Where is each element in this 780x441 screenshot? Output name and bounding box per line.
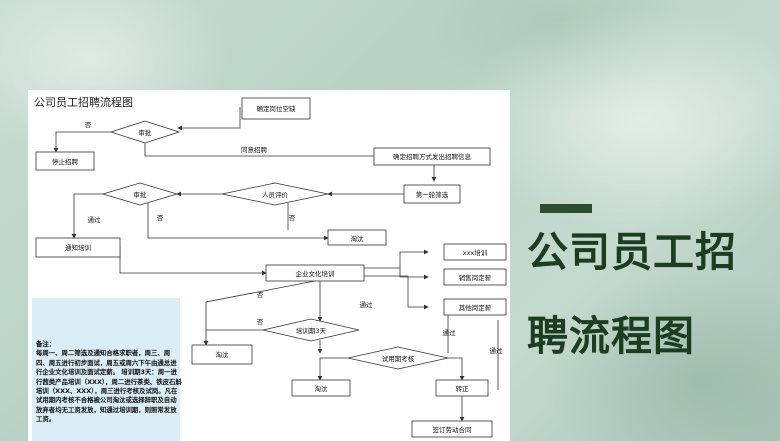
label-no-1: 否 [85,121,92,129]
node-training-3days [262,318,360,342]
text-eliminate-3: 淘汰 [315,384,329,393]
text-notify: 通知培训 [65,243,91,252]
flowchart-canvas: 确定岗位空缺 审批 停止招聘 确定招聘方式发出招聘信息 第一轮筛选 人员评价 审… [35,97,507,438]
side-title-line1: 公司员工招 [527,228,737,276]
node-confirm-vacancy [241,97,311,120]
node-evaluate [221,182,329,206]
node-eliminate-1 [327,229,387,246]
node-xxx-training [443,243,507,261]
title-accent-bar [540,204,592,213]
node-publish-info [373,147,491,166]
document-title: 公司员工招聘流程图 [34,96,133,109]
label-pass-1: 通过 [88,215,102,224]
note-body: 每周一、周二筛选及通知合格求职者，周三、周四、周五进行初步面试，周五或周六下午由… [36,349,182,424]
side-title-line2: 聘流程图 [527,312,695,360]
text-culture: 企业文化培训 [296,269,335,278]
node-eliminate-2 [191,344,253,365]
label-no-5: 否 [257,318,264,326]
text-other: 其他岗定薪 [459,303,492,312]
note-panel: 备注： 每周一、周二筛选及通知合格求职者，周三、周四、周五进行初步面试，周五或周… [32,298,182,441]
text-train3: 培训期3天 [296,326,327,335]
node-approve-1 [109,120,181,144]
node-eliminate-3 [291,379,351,397]
node-sign-contract [411,420,493,438]
text-eliminate-2: 淘汰 [216,350,230,359]
flowchart-document: 公司员工招聘流程图 [28,90,510,441]
label-pass-3: 通过 [443,328,457,337]
node-other-salary [443,298,507,316]
text-first: 第一轮筛选 [416,190,449,199]
note-text: 备注： 每周一、周二筛选及通知合格求职者，周三、周四、周五进行初步面试，周五或周… [36,340,182,425]
note-heading: 备注： [36,340,56,348]
text-stop: 停止招聘 [52,157,79,166]
node-stop-recruit [35,151,95,171]
text-approve-2: 审批 [134,190,148,199]
label-no-3: 否 [289,214,296,222]
node-regular [435,379,489,397]
text-confirm: 确定岗位空缺 [257,104,297,113]
label-pass-4: 通过 [490,346,504,355]
text-probation: 试用期考核 [382,354,415,363]
text-eliminate-1: 淘汰 [351,234,365,243]
node-probation [347,346,449,370]
text-approve-1: 审批 [139,128,153,137]
label-pass-2: 通过 [360,300,374,309]
text-publish: 确定招聘方式发出招聘信息 [393,152,472,161]
text-evaluate: 人员评价 [262,191,289,199]
node-notify-training [35,237,121,258]
text-contract: 签订劳动合同 [433,425,472,434]
text-xxx: xxx培训 [463,248,488,257]
node-first-screen [403,184,461,204]
text-sales: 销售岗定薪 [459,273,492,282]
text-regular: 转正 [456,384,470,393]
label-no-2: 否 [157,214,164,222]
label-no-4: 否 [257,291,264,299]
node-approve-2 [101,182,179,206]
label-agree: 同意招聘 [241,145,268,154]
node-sales-salary [443,268,507,286]
node-culture-training [265,264,365,282]
